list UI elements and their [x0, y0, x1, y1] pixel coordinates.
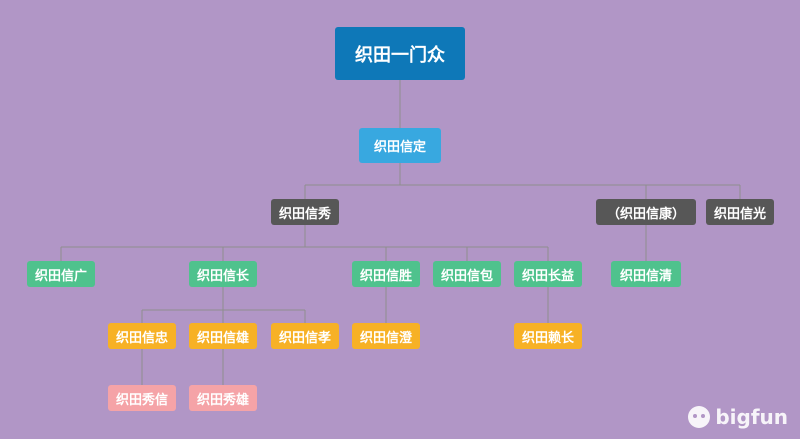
node-label: 织田信长: [196, 268, 249, 284]
node-label: 织田长益: [521, 268, 574, 284]
node-root-label: 织田一门众: [355, 44, 445, 66]
node-nobuhiro[interactable]: 织田信广: [27, 261, 95, 287]
bigfun-watermark: bigfun: [688, 405, 788, 429]
node-label: 织田信忠: [115, 330, 168, 346]
bigfun-mascot-icon: [688, 406, 711, 428]
node-label: 织田信清: [619, 268, 672, 284]
node-nobuhide[interactable]: 织田信秀: [271, 199, 339, 225]
node-nobukane[interactable]: 织田信包: [433, 261, 501, 287]
node-label: （织田信康）: [606, 206, 685, 222]
node-nobutada[interactable]: 织田信忠: [108, 323, 176, 349]
node-nobutaka[interactable]: 织田信孝: [271, 323, 339, 349]
node-nobusada[interactable]: 织田信定: [359, 128, 441, 163]
node-label: 织田信雄: [196, 330, 249, 346]
node-label: 织田信秀: [278, 206, 331, 222]
node-label: 织田信孝: [278, 330, 331, 346]
node-hidekatsu[interactable]: 织田秀雄: [189, 385, 257, 411]
node-nobukiyo[interactable]: 织田信清: [611, 261, 681, 287]
node-label: 织田秀信: [115, 392, 168, 408]
node-nobukatsu[interactable]: 织田信胜: [352, 261, 420, 287]
node-label: 织田信包: [440, 268, 493, 284]
node-label: 织田信广: [34, 268, 87, 284]
node-yorinaga[interactable]: 织田赖长: [514, 323, 582, 349]
node-nobuzumi[interactable]: 织田信澄: [352, 323, 420, 349]
node-hidenobu[interactable]: 织田秀信: [108, 385, 176, 411]
node-root[interactable]: 织田一门众: [335, 27, 465, 80]
node-label: 织田信光: [713, 206, 766, 222]
node-nobumitsu[interactable]: 织田信光: [706, 199, 774, 225]
node-label: 织田秀雄: [196, 392, 249, 408]
node-nobukatsu2[interactable]: 织田信雄: [189, 323, 257, 349]
node-nobuyasu[interactable]: （织田信康）: [596, 199, 696, 225]
node-label: 织田信澄: [359, 330, 412, 346]
node-nobunaga[interactable]: 织田信长: [189, 261, 257, 287]
node-label: 织田信胜: [359, 268, 412, 284]
node-label: 织田赖长: [521, 330, 574, 346]
node-nagamasu[interactable]: 织田长益: [514, 261, 582, 287]
node-label: 织田信定: [373, 140, 426, 155]
watermark-text: bigfun: [715, 405, 788, 429]
